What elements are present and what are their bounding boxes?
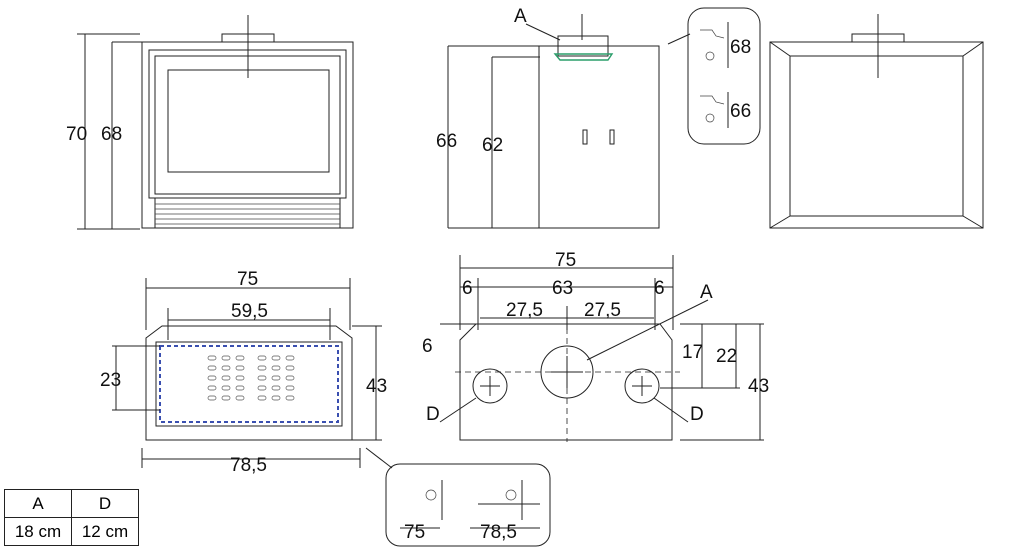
top-half-right-label: 27,5 — [584, 300, 621, 321]
side-height-inner-label: 62 — [482, 135, 503, 156]
plan-view: 75 59,5 23 43 78,5 — [100, 269, 393, 476]
legend-value-d: 12 cm — [71, 517, 139, 546]
plan-width-outer-label: 75 — [237, 269, 258, 290]
top-view: 75 6 63 6 27,5 27,5 6 A 17 22 43 — [422, 250, 769, 442]
detail-dim-upper: 68 — [730, 37, 751, 58]
legend-header-a: A — [4, 489, 72, 518]
top-dim-17-label: 17 — [682, 342, 703, 363]
front-view: 70 68 — [66, 15, 354, 230]
detail-bottom-panel: 75 78,5 — [385, 463, 551, 547]
side-view: A 66 62 — [436, 6, 660, 229]
detail-dim-left: 75 — [404, 522, 425, 543]
plan-width-inner-label: 59,5 — [231, 301, 268, 322]
dimensions-legend-table: A D 18 cm 12 cm — [4, 489, 139, 546]
legend-value-a: 18 cm — [4, 517, 72, 546]
top-total-width-label: 75 — [555, 250, 576, 271]
top-label-d-right: D — [690, 404, 704, 425]
top-middle-label: 63 — [552, 278, 573, 299]
legend-header-d: D — [71, 489, 139, 518]
top-side-right-label: 6 — [654, 278, 665, 299]
plan-width-bottom-label: 78,5 — [230, 455, 267, 476]
top-corner-label: 6 — [422, 336, 433, 357]
plan-depth-right-label: 43 — [366, 376, 387, 397]
top-label-a: A — [700, 282, 713, 303]
side-height-outer-label: 66 — [436, 131, 457, 152]
detail-dim-lower: 66 — [730, 101, 751, 122]
detail-top-panel: 68 66 — [667, 7, 761, 145]
detail-dim-right: 78,5 — [480, 522, 517, 543]
top-dim-43-label: 43 — [748, 376, 769, 397]
front-height-inner-label: 68 — [101, 124, 122, 145]
top-side-left-label: 6 — [462, 278, 473, 299]
front-height-outer-label: 70 — [66, 124, 87, 145]
side-label-a: A — [514, 6, 527, 27]
top-half-left-label: 27,5 — [506, 300, 543, 321]
plan-depth-left-label: 23 — [100, 370, 121, 391]
top-dim-22-label: 22 — [716, 346, 737, 367]
top-label-d-left: D — [426, 404, 440, 425]
back-view — [769, 14, 984, 229]
